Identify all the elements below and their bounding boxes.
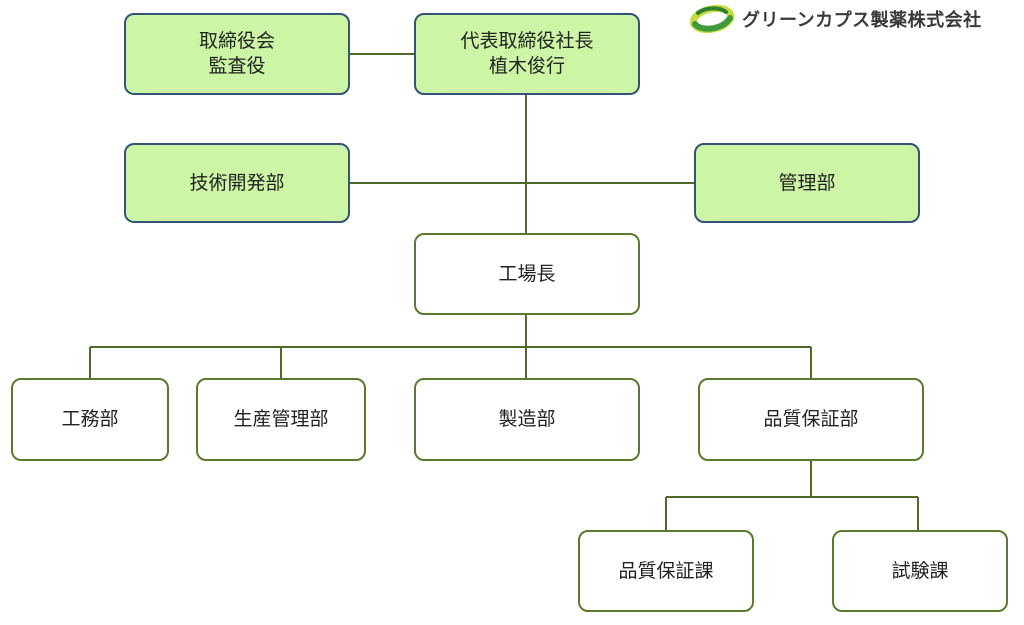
testing-section-box: 試験課 (832, 530, 1008, 612)
qa-dept-box: 品質保証部 (698, 378, 924, 461)
board-label: 取締役会 監査役 (198, 30, 275, 77)
president-box: 代表取締役社長 植木俊行 (414, 13, 640, 95)
engineering-box: 工務部 (11, 378, 169, 461)
production-mgmt-box: 生産管理部 (196, 378, 366, 461)
green-ring-logo-icon (689, 4, 735, 34)
qa-dept-label: 品質保証部 (763, 408, 859, 431)
engineering-label: 工務部 (61, 408, 119, 431)
qa-section-box: 品質保証課 (578, 530, 754, 612)
plant-manager-box: 工場長 (414, 233, 640, 315)
company-name: グリーンカプス製薬株式会社 (742, 10, 982, 31)
testing-section-label: 試験課 (891, 559, 949, 582)
manufacturing-label: 製造部 (498, 408, 556, 431)
production-mgmt-label: 生産管理部 (233, 408, 329, 431)
tech-dev-box: 技術開発部 (124, 143, 350, 223)
admin-box: 管理部 (694, 143, 920, 223)
plant-manager-label: 工場長 (498, 262, 556, 285)
admin-label: 管理部 (778, 171, 836, 194)
qa-section-label: 品質保証課 (618, 559, 714, 582)
manufacturing-box: 製造部 (414, 378, 640, 461)
tech-dev-label: 技術開発部 (189, 171, 285, 194)
president-label: 代表取締役社長 植木俊行 (460, 30, 594, 77)
company-logo: グリーンカプス製薬株式会社 (688, 2, 982, 36)
board-box: 取締役会 監査役 (124, 13, 350, 95)
